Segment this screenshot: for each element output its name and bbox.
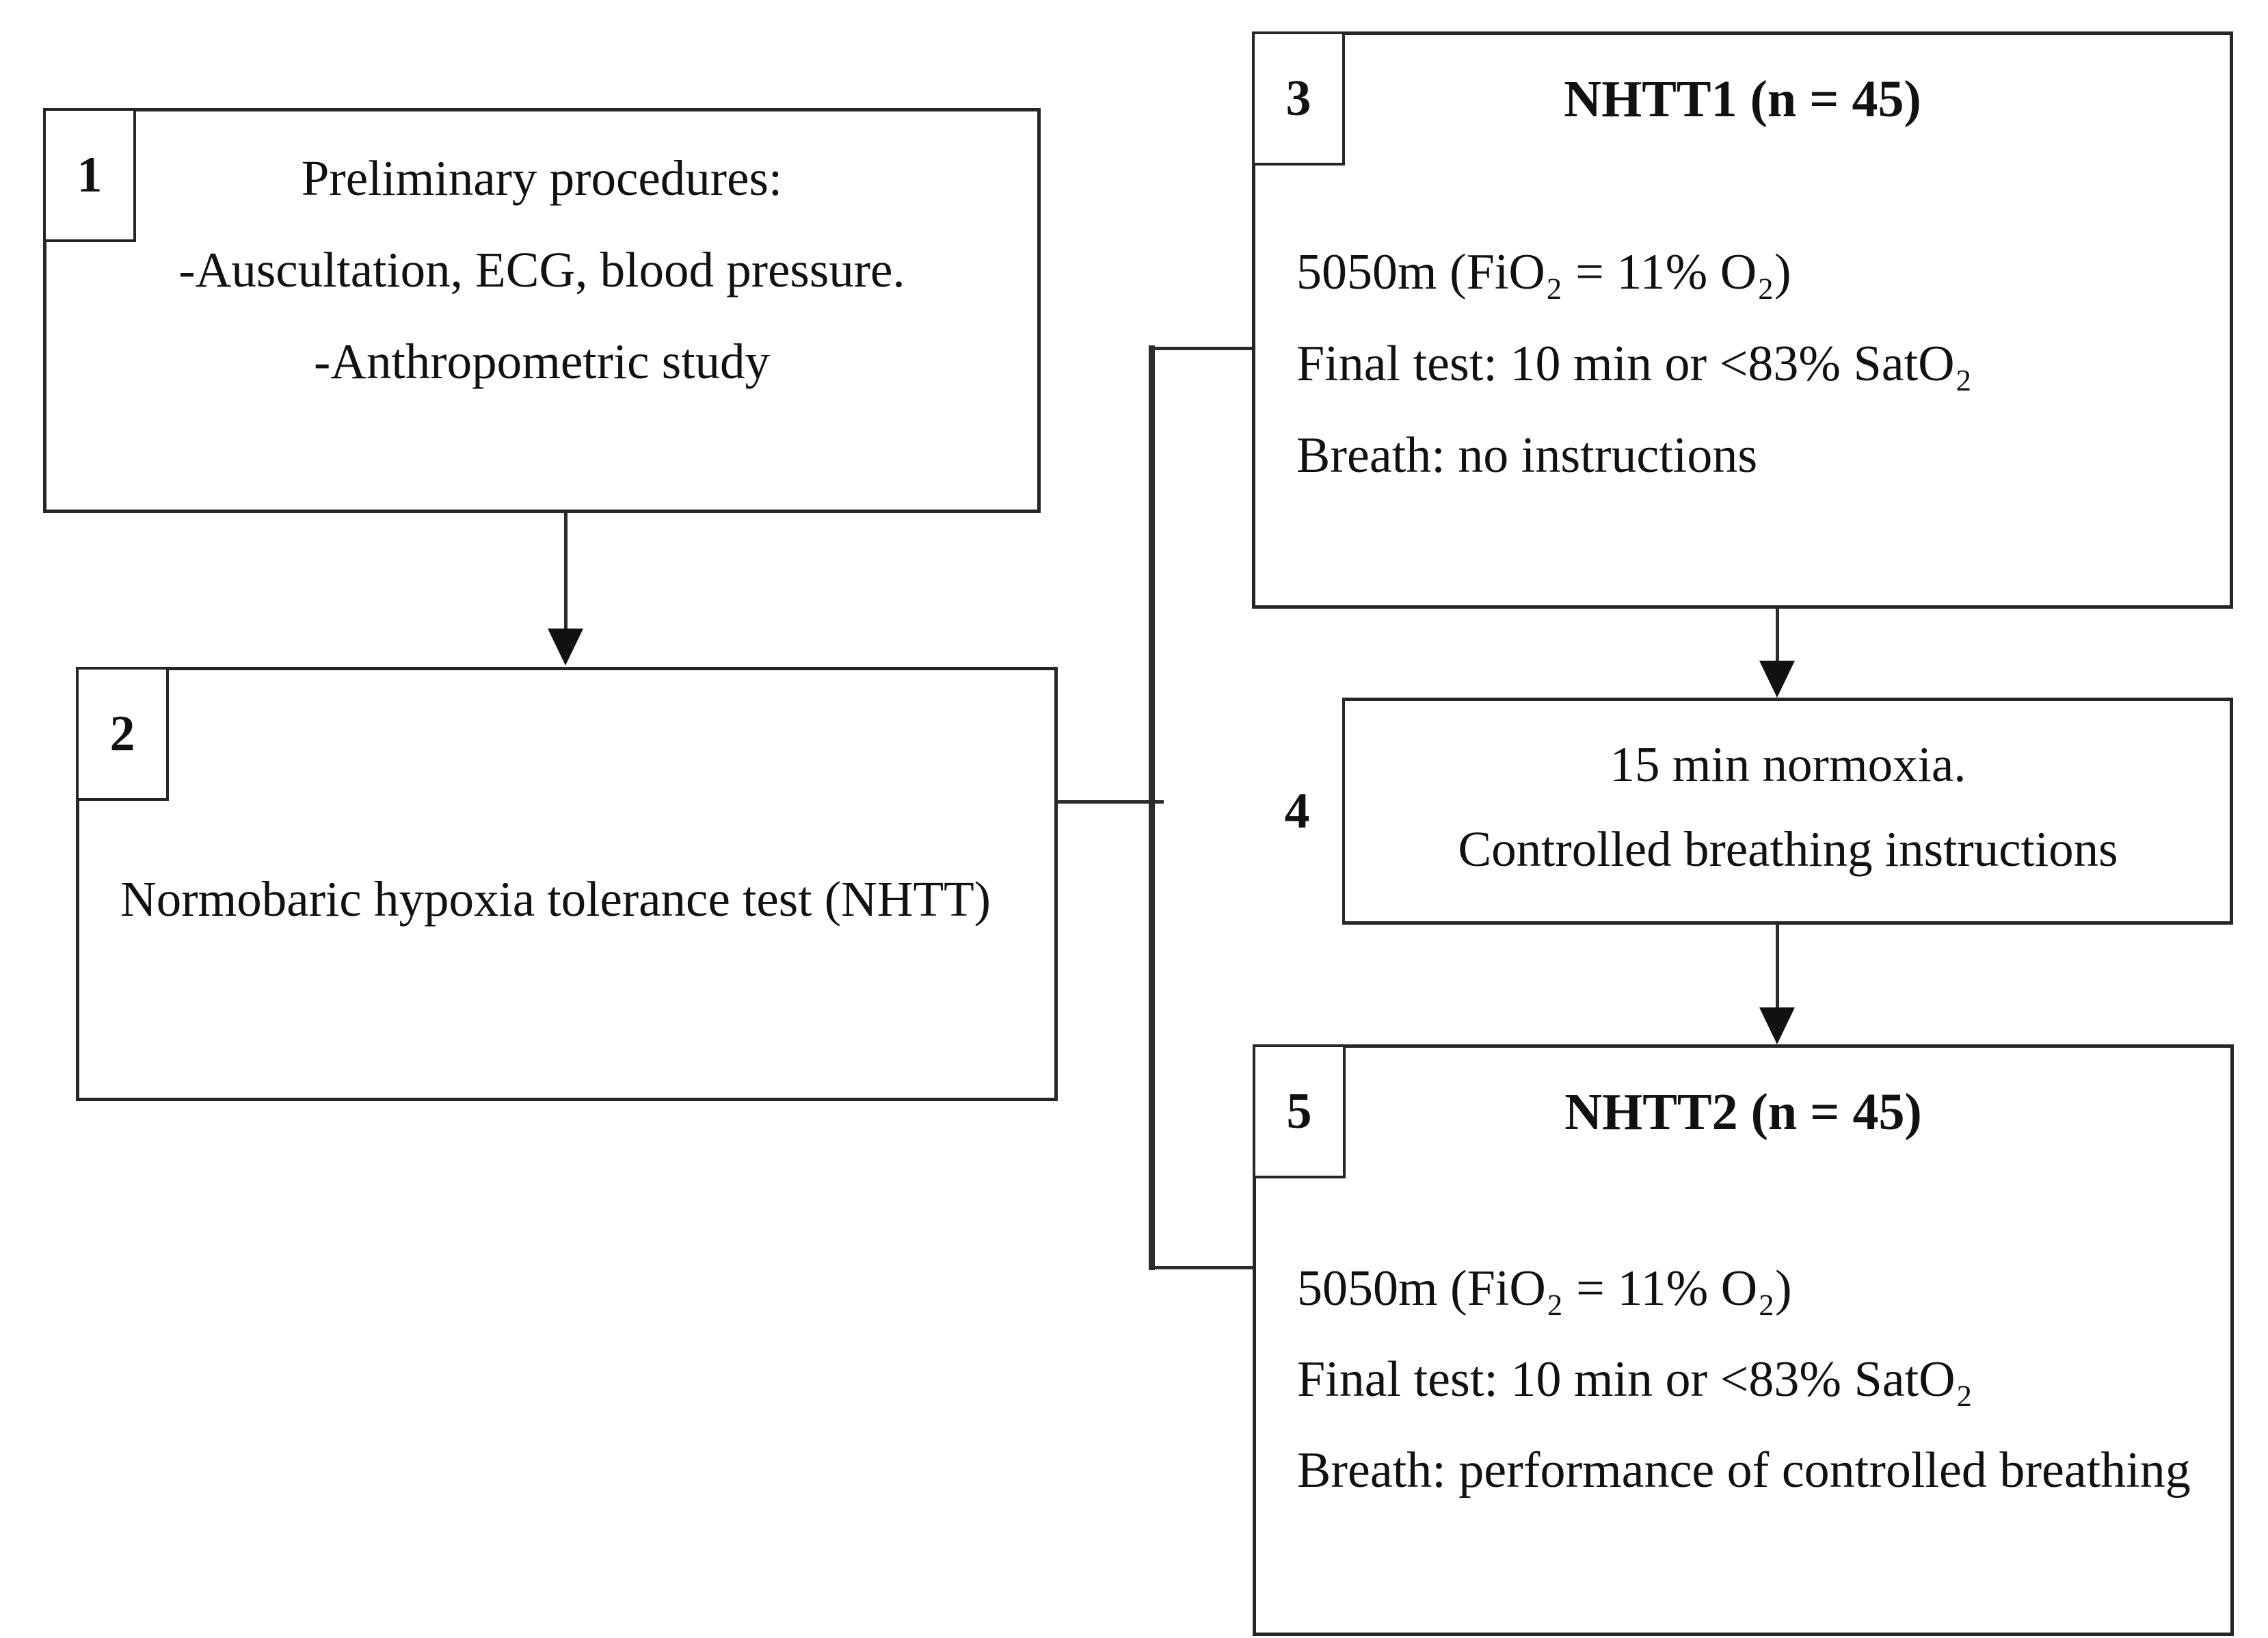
- box5-title: NHTT2 (n = 45): [1564, 1083, 1922, 1141]
- box1-content: Preliminary procedures: -Auscultation, E…: [46, 133, 1037, 408]
- box3-body: 5050m (FiO₂ = 11% O₂) Final test: 10 min…: [1296, 226, 1972, 501]
- box1-line-1: Preliminary procedures:: [301, 150, 783, 206]
- box1-line-2: -Auscultation, ECG, blood pressure.: [178, 242, 905, 298]
- arrow-line-box4-to-box5: [1776, 925, 1779, 1008]
- arrowhead-box4-to-box5: [1759, 1007, 1795, 1044]
- flow-box-nhtt: 2 Normobaric hypoxia tolerance test (NHT…: [76, 667, 1058, 1101]
- box3-line-1: 5050m (FiO₂ = 11% O₂): [1296, 244, 1791, 300]
- box1-line-3: -Anthropometric study: [313, 334, 771, 389]
- box4-content: 15 min normoxia. Controlled breathing in…: [1346, 722, 2230, 892]
- box5-body: 5050m (FiO₂ = 11% O₂) Final test: 10 min…: [1297, 1243, 2191, 1516]
- step-number-badge-5: 5: [1253, 1044, 1346, 1178]
- step-number: 3: [1285, 70, 1311, 127]
- step-number: 4: [1284, 782, 1310, 839]
- box5-line-1: 5050m (FiO₂ = 11% O₂): [1297, 1260, 1792, 1317]
- arrowhead-box1-to-box2: [548, 629, 583, 665]
- step-number-badge-3: 3: [1252, 31, 1345, 166]
- box4-line-2: Controlled breathing instructions: [1458, 821, 2118, 877]
- box3-title: NHTT1 (n = 45): [1564, 70, 1921, 128]
- connector-trunk-to-box3: [1149, 347, 1252, 350]
- box5-line-2: Final test: 10 min or <83% SatO₂: [1297, 1351, 1973, 1408]
- connector-trunk-to-box5: [1149, 1266, 1253, 1269]
- box4-line-1: 15 min normoxia.: [1610, 737, 1966, 792]
- step-number-badge-1: 1: [43, 108, 136, 242]
- flow-box-preliminary-procedures: 1 Preliminary procedures: -Auscultation,…: [43, 108, 1041, 513]
- step-number: 1: [77, 146, 103, 203]
- arrowhead-box3-to-box4: [1759, 661, 1795, 698]
- flow-box-normoxia: 4 15 min normoxia. Controlled breathing …: [1252, 698, 2233, 925]
- step-number-badge-4: 4: [1252, 698, 1345, 925]
- step-number: 2: [109, 705, 135, 762]
- flow-box-nhtt1: 3 NHTT1 (n = 45) 5050m (FiO₂ = 11% O₂) F…: [1252, 31, 2233, 609]
- box5-line-3: Breath: performance of controlled breath…: [1297, 1442, 2191, 1498]
- connector-box2-to-trunk: [1058, 800, 1164, 804]
- box2-content: Normobaric hypoxia tolerance test (NHTT): [120, 854, 991, 945]
- box2-line-1: Normobaric hypoxia tolerance test (NHTT): [120, 871, 991, 927]
- step-number: 5: [1286, 1083, 1312, 1139]
- step-number-badge-2: 2: [76, 667, 169, 801]
- box3-line-3: Breath: no instructions: [1296, 427, 1758, 484]
- connector-trunk-vertical: [1149, 345, 1155, 1270]
- arrow-line-box3-to-box4: [1776, 609, 1779, 663]
- box3-line-2: Final test: 10 min or <83% SatO₂: [1296, 336, 1973, 392]
- flow-box-nhtt2: 5 NHTT2 (n = 45) 5050m (FiO₂ = 11% O₂) F…: [1253, 1044, 2234, 1636]
- arrow-line-box1-to-box2: [564, 513, 568, 631]
